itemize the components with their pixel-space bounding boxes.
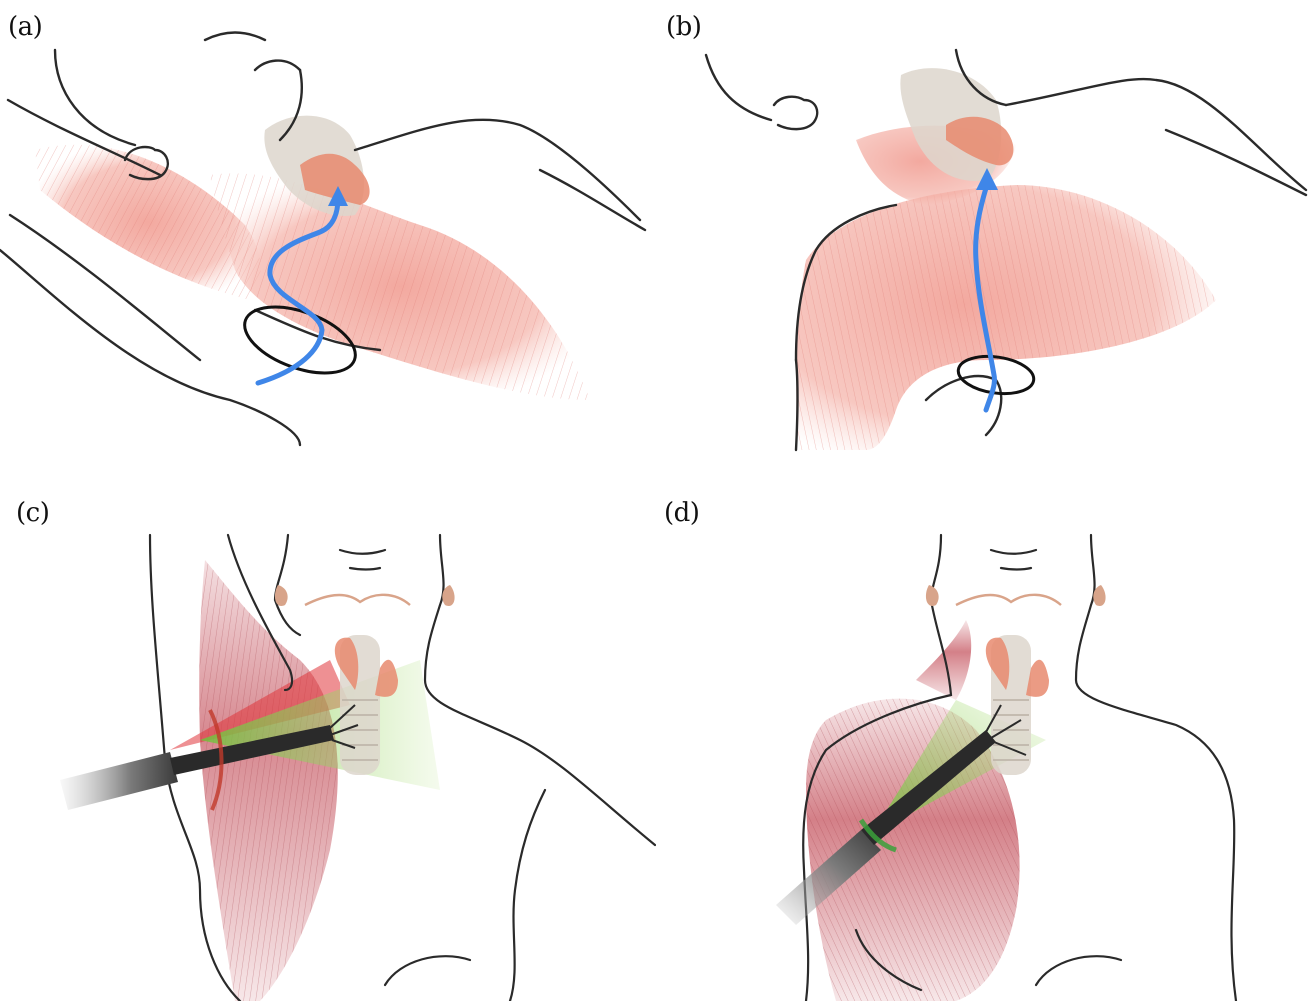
panel-label: (d) — [664, 500, 699, 526]
panel-b-illustration — [656, 0, 1312, 460]
panel-d: (d) — [656, 490, 1312, 1001]
panel-c-illustration — [0, 490, 656, 1001]
panel-d-illustration — [656, 490, 1312, 1001]
ear — [926, 585, 939, 606]
deltoid-pectoral-muscle — [796, 185, 1216, 450]
panel-c: (c) — [0, 490, 656, 1001]
panel-label: (c) — [16, 500, 49, 526]
panel-a: (a) — [0, 0, 656, 460]
panel-label: (a) — [8, 14, 42, 40]
jawline — [956, 595, 1061, 605]
panel-a-illustration — [0, 0, 656, 460]
panel-label: (b) — [666, 14, 701, 40]
ear — [275, 585, 288, 606]
panel-b: (b) — [656, 0, 1312, 460]
pectoral-muscle — [210, 173, 590, 400]
jawline — [305, 595, 410, 605]
